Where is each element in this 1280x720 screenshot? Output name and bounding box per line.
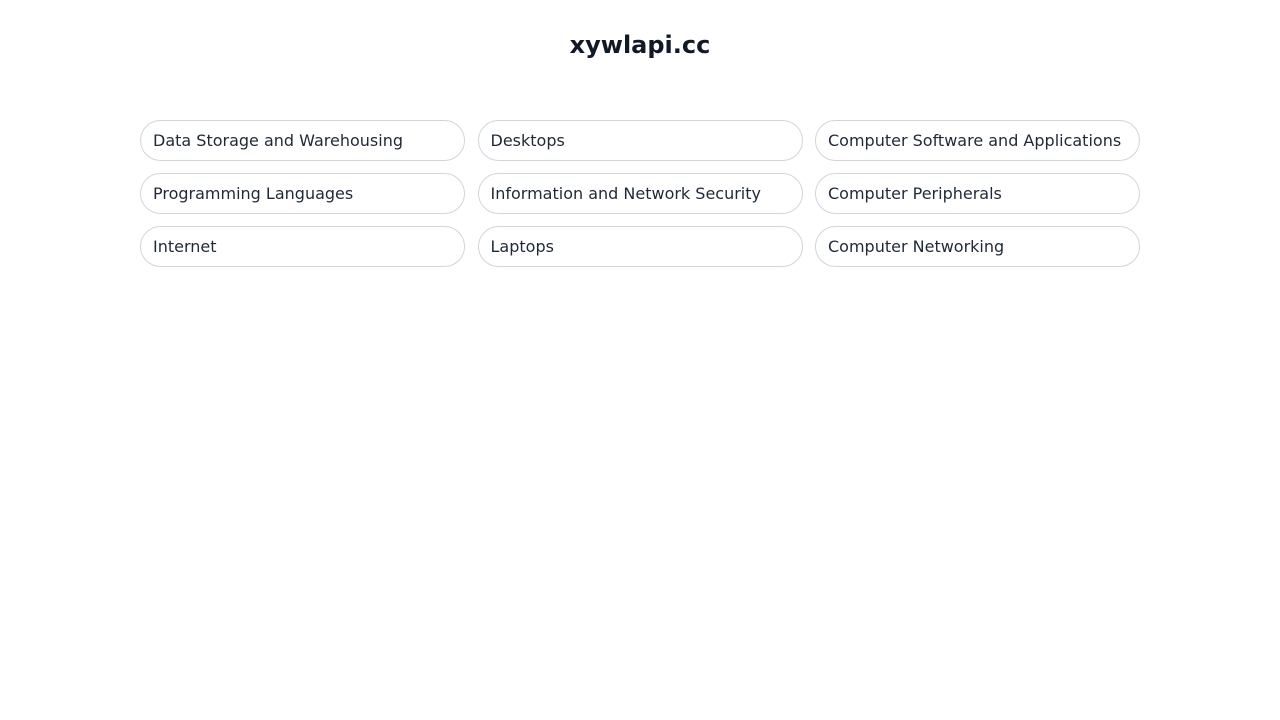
category-link-computer-peripherals[interactable]: Computer Peripherals: [815, 173, 1140, 214]
category-link-desktops[interactable]: Desktops: [477, 120, 803, 161]
category-link-network-security[interactable]: Information and Network Security: [477, 173, 803, 214]
category-link-data-storage[interactable]: Data Storage and Warehousing: [140, 120, 465, 161]
category-link-computer-networking[interactable]: Computer Networking: [815, 226, 1140, 267]
category-link-programming-languages[interactable]: Programming Languages: [140, 173, 465, 214]
category-link-laptops[interactable]: Laptops: [477, 226, 803, 267]
category-link-internet[interactable]: Internet: [140, 226, 465, 267]
category-link-computer-software[interactable]: Computer Software and Applications: [815, 120, 1140, 161]
category-grid: Data Storage and Warehousing Desktops Co…: [140, 120, 1140, 267]
site-title: xywlapi.cc: [569, 31, 711, 59]
